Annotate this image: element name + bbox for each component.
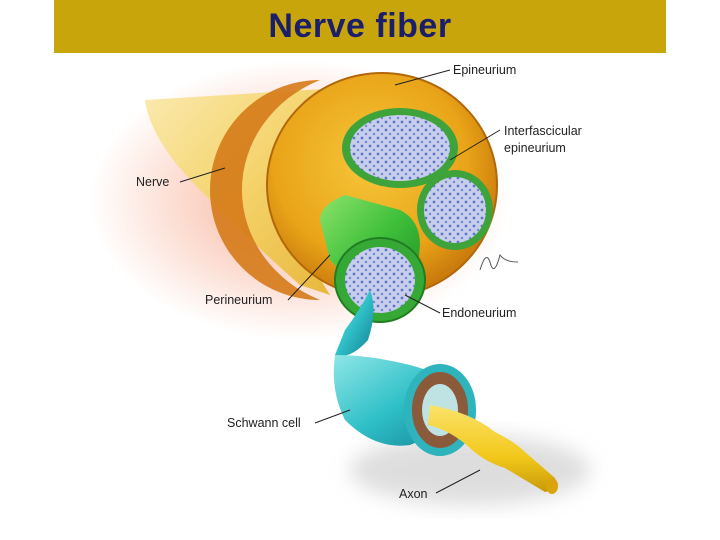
leader-interfascicular	[449, 129, 501, 161]
leader-epineurium	[394, 69, 451, 86]
axon-shaft	[428, 405, 557, 492]
leader-nerve	[179, 167, 226, 183]
label-axon: Axon	[399, 487, 428, 501]
fascicle-right-inner	[424, 177, 486, 243]
endoneurium-core	[345, 247, 415, 313]
label-epineurium: Epineurium	[453, 63, 516, 77]
artist-signature	[479, 253, 519, 271]
slide-title: Nerve fiber	[268, 7, 452, 45]
label-perineurium: Perineurium	[205, 293, 272, 307]
title-bar: Nerve fiber	[54, 0, 666, 53]
label-schwann-cell: Schwann cell	[227, 416, 301, 430]
leader-axon	[435, 469, 481, 494]
leader-endoneurium	[404, 294, 441, 314]
schwann-neck	[335, 290, 374, 356]
label-nerve: Nerve	[136, 175, 169, 189]
fascicle-top-inner	[350, 115, 450, 181]
label-interfascicular-2: epineurium	[504, 141, 566, 155]
label-endoneurium: Endoneurium	[442, 306, 516, 320]
axon-tip	[546, 478, 558, 494]
label-interfascicular-1: Interfascicular	[504, 124, 582, 138]
leader-schwann	[314, 409, 351, 424]
nerve-sheath-ring	[210, 80, 320, 300]
drop-shadow	[350, 435, 590, 505]
leader-perineurium	[287, 254, 331, 301]
